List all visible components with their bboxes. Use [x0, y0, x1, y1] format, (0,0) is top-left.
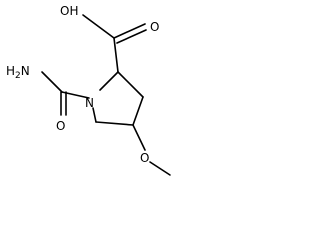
bond-c3-c4: [132, 96, 144, 126]
hydroxyl-label: OH: [60, 4, 78, 18]
bond-ether-o-methyl: [149, 161, 171, 176]
structure-canvas: OH O H2N N O O: [0, 0, 184, 193]
carbonyl-oxygen-amide-label: O: [56, 119, 65, 133]
bond-c5-n: [92, 107, 97, 123]
bond-c4-ether-o: [132, 124, 146, 151]
ring-nitrogen-label: N: [85, 96, 94, 110]
bond-carboxyl-c-o-double-b: [116, 29, 147, 44]
ether-oxygen-label: O: [140, 151, 149, 165]
bond-c4-c5: [95, 121, 134, 126]
amine-label: H2N: [6, 64, 30, 81]
bond-carboxyl-c-o-double-a: [113, 23, 146, 39]
bond-n-c2: [99, 71, 119, 91]
chemical-structure-diagram: OH O H2N N O O: [6, 4, 171, 176]
bond-amide-c-nh2: [41, 71, 63, 93]
carbonyl-oxygen-acid-label: O: [150, 20, 159, 34]
bond-carboxyl-c-oh: [82, 14, 115, 39]
bond-c2-c3: [117, 71, 144, 98]
bond-c2-carboxyl-c: [113, 37, 119, 73]
